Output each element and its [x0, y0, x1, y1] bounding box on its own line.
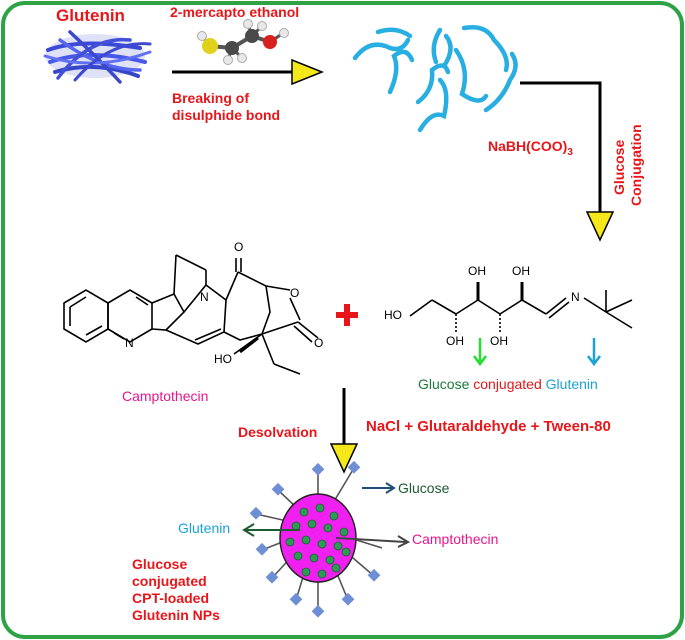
- reagent-base: NaBH(COO): [488, 138, 568, 154]
- np-camptothecin-label: Camptothecin: [412, 531, 499, 547]
- sugar-chain-structure: [409, 282, 633, 334]
- sugar-oh-3: OH: [490, 334, 508, 348]
- mercaptoethanol-molecule: [197, 19, 289, 65]
- mercaptoethanol-label: 2-mercapto ethanol: [170, 4, 300, 20]
- np-title-line2: conjugated: [132, 573, 207, 589]
- gcg-glutenin: Glutenin: [545, 376, 598, 392]
- glucose-conjugated-glutenin-label: Glucose conjugated Glutenin: [418, 376, 598, 392]
- cpt-n-atom-2: N: [200, 290, 209, 304]
- np-title-line4: Glutenin NPs: [132, 607, 220, 623]
- arrow-desolvation: [329, 388, 359, 474]
- np-annotation-arrows: [242, 482, 411, 548]
- arrow-glucose-conjugation: [520, 81, 615, 242]
- sugar-n: N: [571, 290, 580, 304]
- np-title-line1: Glucose: [132, 556, 188, 572]
- breaking-label-line2: disulphide bond: [172, 107, 281, 123]
- cpt-o-lactone: O: [314, 336, 324, 350]
- sugar-oh-1: OH: [446, 334, 464, 348]
- glucose-vertical-label: Glucose: [611, 139, 627, 195]
- sugar-oh-2: OH: [468, 264, 486, 278]
- breaking-label-line1: Breaking of: [172, 90, 250, 106]
- desolvation-reagents-label: NaCl + Glutaraldehyde + Tween-80: [366, 418, 611, 435]
- plus-sign: [336, 304, 358, 326]
- camptothecin-label: Camptothecin: [122, 388, 209, 404]
- cpt-ho: HO: [214, 352, 232, 366]
- conjugate-arrows: [473, 338, 601, 367]
- np-title-line3: CPT-loaded: [132, 590, 210, 606]
- sugar-ho: HO: [384, 308, 402, 322]
- np-dots: [285, 503, 351, 579]
- arrow-breaking-step: [172, 58, 325, 86]
- cpt-n-atom-1: N: [125, 336, 134, 350]
- np-glutenin-label: Glutenin: [178, 520, 231, 536]
- glutenin-title: Glutenin: [56, 6, 125, 25]
- gcg-glucose: Glucose: [418, 376, 470, 392]
- conjugation-vertical-label: Conjugation: [628, 124, 644, 206]
- np-glucose-label: Glucose: [398, 480, 450, 496]
- cpt-o-ketone: O: [234, 240, 244, 254]
- reagent-label: NaBH(COO)3: [488, 138, 573, 158]
- glutenin-bundle-image: [43, 30, 152, 84]
- cpt-o-ring: O: [290, 286, 300, 300]
- gcg-conjugated: conjugated: [473, 376, 542, 392]
- np-spike-diamonds: [249, 460, 381, 618]
- desolvation-label: Desolvation: [238, 424, 318, 440]
- camptothecin-structure: [63, 254, 319, 375]
- separated-fibers: [352, 25, 518, 133]
- nanoparticle: [242, 460, 411, 618]
- sugar-oh-4: OH: [512, 264, 530, 278]
- reagent-subscript: 3: [567, 146, 573, 158]
